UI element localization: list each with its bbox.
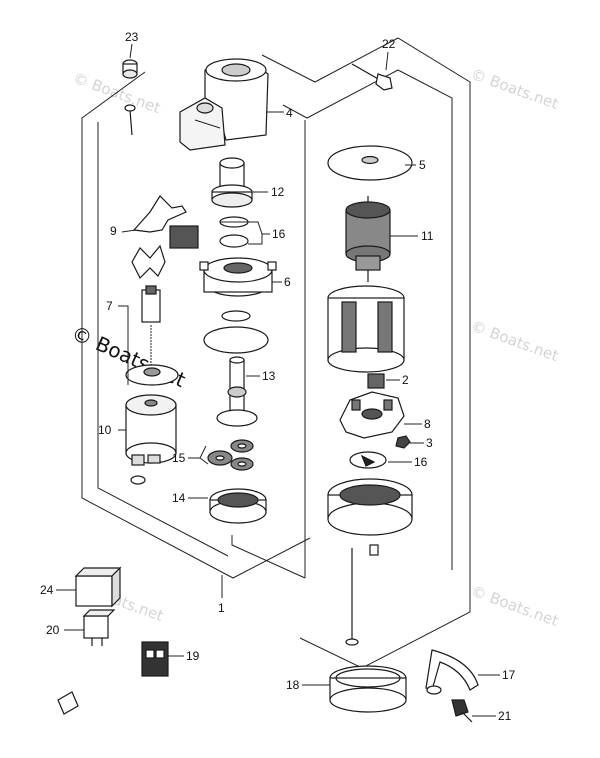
callout-7: 7 bbox=[106, 299, 113, 313]
part-5-plate bbox=[327, 145, 413, 181]
small-clip-bottom-left bbox=[57, 691, 79, 715]
yoke-field-frame bbox=[327, 285, 405, 373]
part-23-bushing bbox=[122, 59, 138, 79]
part-22-bolt bbox=[351, 63, 393, 91]
callout-16-lower: 16 bbox=[414, 455, 428, 469]
watermark-top-right: © Boats.net bbox=[469, 65, 561, 113]
part-19-connector bbox=[141, 641, 169, 677]
assembly-frame bbox=[81, 37, 471, 669]
callout-12: 12 bbox=[271, 185, 285, 199]
part-17-clamp bbox=[425, 649, 479, 695]
callout-20: 20 bbox=[46, 623, 60, 637]
callout-18: 18 bbox=[286, 678, 300, 692]
part-24-relay bbox=[74, 566, 122, 608]
part-10-solenoid bbox=[125, 394, 177, 485]
housing-bolt bbox=[124, 104, 136, 136]
callout-15: 15 bbox=[172, 451, 186, 465]
part-18-band bbox=[329, 665, 407, 713]
part-15-planetary-gears bbox=[207, 439, 254, 471]
part-14-internal-gear bbox=[209, 488, 267, 524]
part-20-relay bbox=[82, 609, 116, 646]
callout-5: 5 bbox=[419, 158, 426, 172]
end-cover bbox=[327, 478, 413, 536]
watermarks: © Boats.net © Boats.net © Boats.net © Bo… bbox=[68, 65, 561, 630]
part-11-armature bbox=[345, 196, 391, 282]
through-bolts bbox=[345, 544, 379, 646]
part-4-housing-bracket bbox=[179, 58, 269, 151]
callout-22: 22 bbox=[382, 37, 396, 51]
callout-17: 17 bbox=[502, 668, 516, 682]
watermark-mid-right: © Boats.net bbox=[469, 317, 561, 365]
callout-23: 23 bbox=[125, 30, 139, 44]
part-21-bolt bbox=[451, 699, 473, 723]
part-7-plunger-group bbox=[125, 225, 199, 386]
leader-lines bbox=[56, 43, 500, 717]
part-13-shaft bbox=[216, 356, 258, 427]
part-16-plate-lower bbox=[349, 451, 387, 469]
part-12-pinion bbox=[211, 157, 253, 208]
callout-2: 2 bbox=[402, 373, 409, 387]
callout-8: 8 bbox=[424, 417, 431, 431]
callout-21: 21 bbox=[498, 709, 512, 723]
callout-10: 10 bbox=[98, 423, 112, 437]
callout-4: 4 bbox=[286, 106, 293, 120]
part-2-brush bbox=[367, 373, 385, 389]
callout-11: 11 bbox=[421, 229, 434, 243]
watermark-bottom-right: © Boats.net bbox=[469, 582, 561, 630]
callout-19: 19 bbox=[186, 649, 200, 663]
part-3-nut bbox=[395, 435, 411, 449]
part-9-lever bbox=[132, 195, 187, 233]
callout-1: 1 bbox=[218, 601, 225, 615]
callout-labels: 23 22 4 5 12 11 16 9 6 7 13 2 8 10 3 15 … bbox=[40, 30, 516, 723]
callout-9: 9 bbox=[110, 224, 117, 238]
part-6-gear-housing bbox=[199, 257, 277, 297]
callout-6: 6 bbox=[284, 275, 291, 289]
gasket-ring bbox=[203, 310, 269, 354]
callout-16-upper: 16 bbox=[272, 227, 286, 241]
callout-3: 3 bbox=[426, 436, 433, 450]
callout-24: 24 bbox=[40, 583, 54, 597]
part-8-brush-holder bbox=[339, 391, 405, 439]
callout-13: 13 bbox=[262, 369, 276, 383]
callout-14: 14 bbox=[172, 491, 186, 505]
